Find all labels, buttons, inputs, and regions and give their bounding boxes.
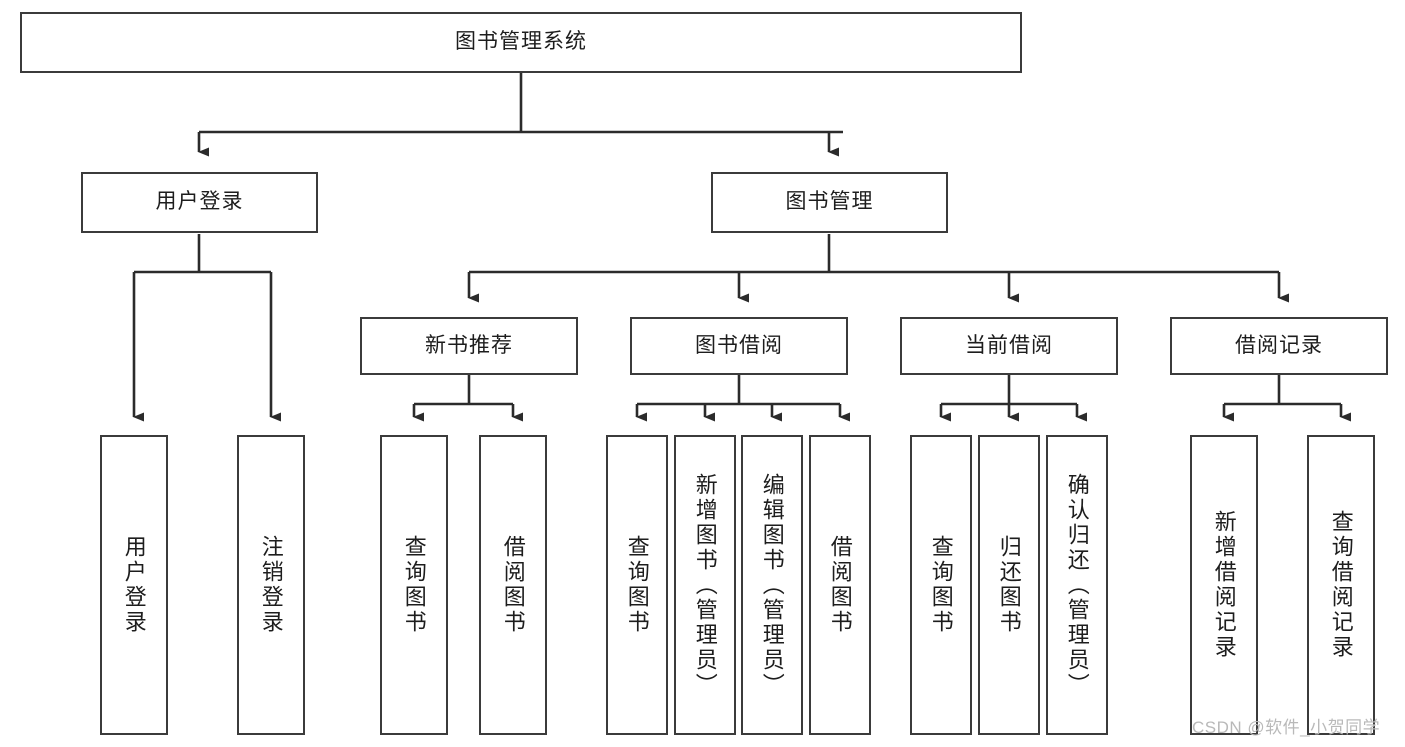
node-leaf-borrow-book-2[interactable]: 借阅图书 (809, 435, 871, 735)
node-leaf-return-book-label: 归还图书 (996, 535, 1022, 635)
node-leaf-add-borrow-record-label: 新增借阅记录 (1211, 510, 1237, 660)
node-borrow-record-label: 借阅记录 (1235, 333, 1323, 357)
node-leaf-confirm-return-label: 确认归还（管理员） (1064, 472, 1090, 698)
node-book-management[interactable]: 图书管理 (711, 172, 948, 233)
node-leaf-query-book-1[interactable]: 查询图书 (380, 435, 448, 735)
node-leaf-confirm-return[interactable]: 确认归还（管理员） (1046, 435, 1108, 735)
node-leaf-query-book-2[interactable]: 查询图书 (606, 435, 668, 735)
node-user-login-label: 用户登录 (155, 190, 244, 214)
node-user-login[interactable]: 用户登录 (81, 172, 318, 233)
node-book-borrow-label: 图书借阅 (695, 333, 783, 357)
node-book-borrow[interactable]: 图书借阅 (630, 317, 848, 375)
node-leaf-add-book-label: 新增图书（管理员） (692, 472, 718, 698)
node-current-borrow[interactable]: 当前借阅 (900, 317, 1118, 375)
node-leaf-borrow-book-1[interactable]: 借阅图书 (479, 435, 547, 735)
node-leaf-query-borrow-record[interactable]: 查询借阅记录 (1307, 435, 1375, 735)
node-book-management-label: 图书管理 (785, 190, 874, 214)
node-root-label: 图书管理系统 (455, 30, 587, 54)
node-new-book-recommend[interactable]: 新书推荐 (360, 317, 578, 375)
node-leaf-borrow-book-1-label: 借阅图书 (500, 535, 526, 635)
node-borrow-record[interactable]: 借阅记录 (1170, 317, 1388, 375)
node-current-borrow-label: 当前借阅 (965, 333, 1053, 357)
node-leaf-add-borrow-record[interactable]: 新增借阅记录 (1190, 435, 1258, 735)
node-leaf-return-book[interactable]: 归还图书 (978, 435, 1040, 735)
node-leaf-edit-book-label: 编辑图书（管理员） (759, 472, 785, 698)
node-root[interactable]: 图书管理系统 (20, 12, 1022, 73)
node-leaf-borrow-book-2-label: 借阅图书 (827, 535, 853, 635)
node-leaf-query-book-3[interactable]: 查询图书 (910, 435, 972, 735)
node-leaf-user-login-label: 用户登录 (121, 535, 147, 635)
node-leaf-add-book[interactable]: 新增图书（管理员） (674, 435, 736, 735)
node-leaf-query-book-1-label: 查询图书 (401, 535, 427, 635)
node-leaf-logout-login[interactable]: 注销登录 (237, 435, 305, 735)
csdn-watermark: CSDN @软件_小贺同学 (1192, 718, 1381, 737)
node-leaf-user-login[interactable]: 用户登录 (100, 435, 168, 735)
node-leaf-query-borrow-record-label: 查询借阅记录 (1328, 510, 1354, 660)
node-leaf-edit-book[interactable]: 编辑图书（管理员） (741, 435, 803, 735)
node-leaf-query-book-2-label: 查询图书 (624, 535, 650, 635)
node-leaf-logout-login-label: 注销登录 (258, 535, 284, 635)
node-new-book-recommend-label: 新书推荐 (425, 333, 513, 357)
node-leaf-query-book-3-label: 查询图书 (928, 535, 954, 635)
